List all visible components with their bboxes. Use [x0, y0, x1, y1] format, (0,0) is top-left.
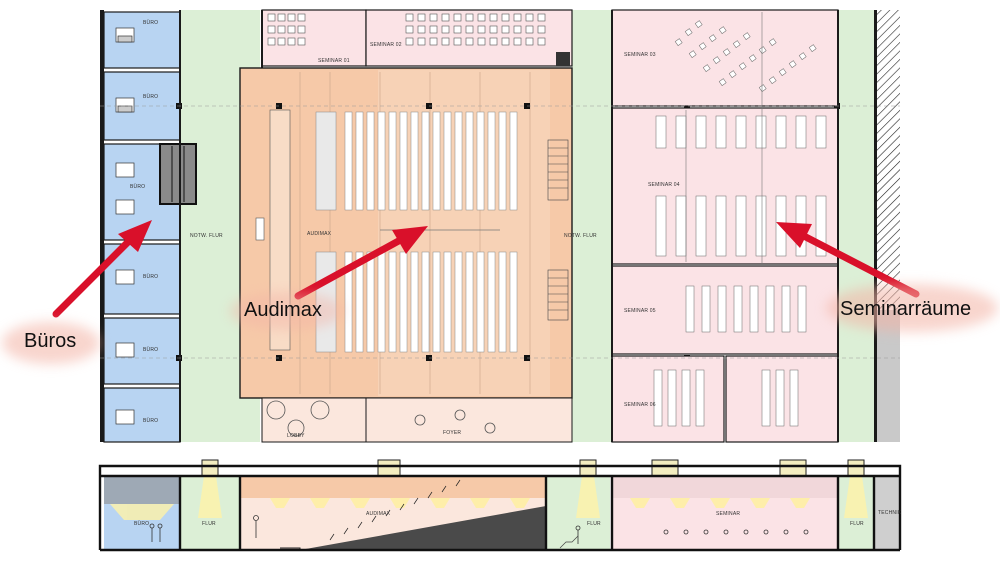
room-label-seminar-05: SEMINAR 05 — [624, 308, 656, 314]
room-label-notw-flur-left: NOTW. FLUR — [190, 233, 223, 239]
raked-seating — [300, 506, 546, 550]
section-label-audimax: AUDIMAX — [366, 511, 391, 517]
section-technik — [874, 476, 900, 550]
section-label-flur-2: FLUR — [587, 521, 601, 527]
room-label-buero-1: BÜRO — [143, 20, 159, 26]
seminar-04-chairs — [655, 115, 827, 257]
seminar-06-chairs — [653, 369, 799, 427]
corridor-right — [572, 10, 612, 442]
floor-plan — [100, 9, 900, 443]
annotation-audimax: Audimax — [244, 299, 322, 321]
room-label-seminar-04: SEMINAR 04 — [648, 182, 680, 188]
room-label-buero-5: BÜRO — [143, 347, 159, 353]
section-label-technik: TECHNIK — [878, 510, 902, 516]
audimax-seating-upper — [315, 111, 518, 211]
skylights — [201, 459, 865, 477]
lobby-area — [261, 397, 367, 443]
room-label-seminar-01: SEMINAR 01 — [318, 58, 350, 64]
seminar-wing — [611, 9, 839, 443]
highlight-blob-seminarraeume — [826, 284, 998, 332]
foyer-area — [365, 397, 573, 443]
room-label-buero-4: BÜRO — [143, 274, 159, 280]
annotation-seminarraeume: Seminarräume — [840, 298, 972, 320]
room-label-buero-6: BÜRO — [143, 418, 159, 424]
room-label-seminar-03: SEMINAR 03 — [624, 52, 656, 58]
building-section — [98, 459, 902, 552]
highlight-blob-audimax — [230, 292, 344, 330]
annotation-bueros: Büros — [24, 330, 77, 352]
audimax-seating-lower — [315, 251, 518, 353]
office-room — [103, 387, 181, 443]
arrow-bueros — [52, 220, 152, 318]
section-label-flur-3: FLUR — [850, 521, 864, 527]
room-label-seminar-06: SEMINAR 06 — [624, 402, 656, 408]
room-label-foyer: FOYER — [443, 430, 462, 436]
arrow-audimax — [294, 226, 428, 300]
seminar-01-room — [261, 9, 367, 67]
seminar-top-chairs — [267, 13, 546, 46]
stairs — [547, 139, 569, 321]
hatched-wall — [874, 10, 900, 310]
seminar-05-chairs — [685, 285, 807, 333]
room-label-notw-flur-right: NOTW. FLUR — [564, 233, 597, 239]
seminar-03-room — [611, 9, 839, 107]
office-room — [103, 11, 181, 69]
corridor-far-right — [838, 10, 874, 442]
section-label-flur-1: FLUR — [202, 521, 216, 527]
section-label-buero: BÜRO — [134, 521, 150, 527]
office-room — [103, 317, 181, 385]
highlight-blob-bueros — [2, 322, 100, 364]
room-label-audimax: AUDIMAX — [307, 231, 332, 237]
room-label-seminar-02: SEMINAR 02 — [370, 42, 402, 48]
toilet-core — [159, 143, 197, 205]
room-label-buero-2: BÜRO — [143, 94, 159, 100]
room-label-lobby: LOBBY — [287, 433, 305, 439]
office-desks — [115, 27, 135, 425]
seminar-03-chairs — [674, 20, 817, 92]
people-figures — [149, 515, 809, 544]
section-label-seminar: SEMINAR — [716, 511, 741, 517]
room-label-buero-3: BÜRO — [130, 184, 146, 190]
